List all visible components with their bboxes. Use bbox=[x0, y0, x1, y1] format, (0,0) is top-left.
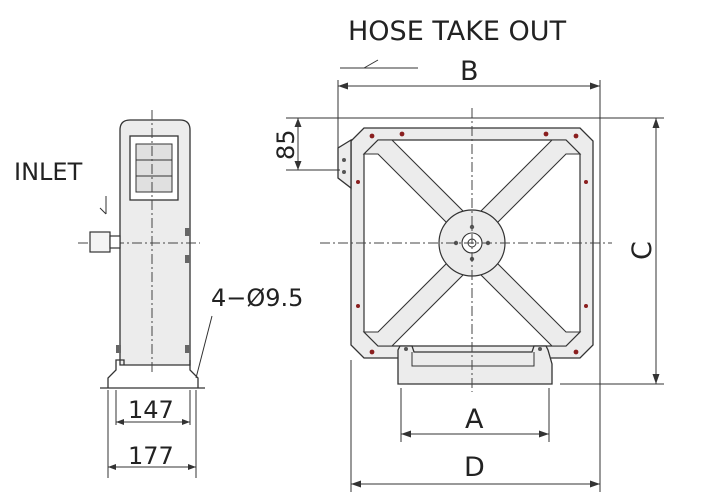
dim-a-label: A bbox=[465, 404, 484, 435]
side-view bbox=[78, 110, 213, 478]
hose-take-out-label: HOSE TAKE OUT bbox=[348, 16, 567, 47]
dimension-c bbox=[560, 118, 664, 385]
dim-d-label: D bbox=[464, 452, 485, 483]
right-foot bbox=[189, 360, 199, 388]
dim-b-label: B bbox=[460, 56, 479, 87]
dimension-b bbox=[337, 80, 601, 150]
front-view bbox=[320, 108, 612, 392]
dim-c-label: C bbox=[627, 241, 658, 260]
dimension-a bbox=[400, 388, 550, 442]
base-bracket bbox=[397, 345, 553, 385]
dim-177-label: 177 bbox=[128, 442, 174, 470]
holes-leader bbox=[195, 315, 213, 379]
hose-guide bbox=[337, 138, 352, 190]
left-foot bbox=[107, 359, 125, 388]
dimension-d bbox=[350, 150, 601, 492]
holes-label: 4−Ø9.5 bbox=[211, 284, 303, 312]
inlet-fitting bbox=[89, 231, 111, 253]
inlet-arrow bbox=[99, 196, 107, 215]
dim-147-label: 147 bbox=[128, 396, 174, 424]
hose-take-out-arrow bbox=[340, 59, 418, 69]
inlet-window-inner bbox=[135, 143, 173, 193]
dimension-85 bbox=[286, 117, 664, 171]
dim-85-label: 85 bbox=[272, 129, 300, 160]
inlet-label: INLET bbox=[14, 158, 83, 186]
